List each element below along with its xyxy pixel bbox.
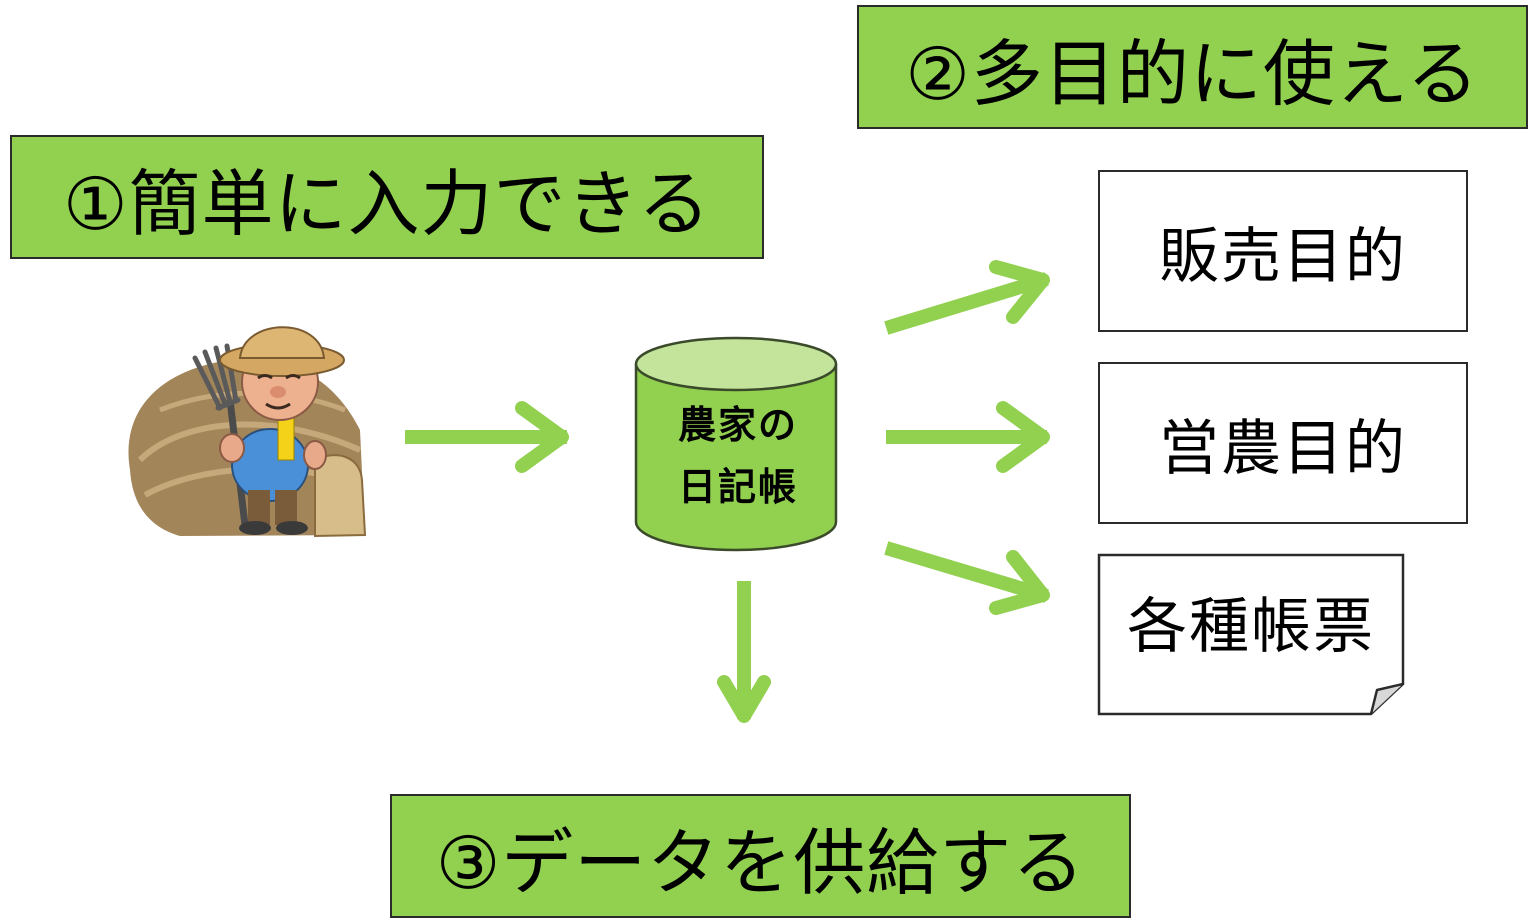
- label-supply-data-text: ③データを供給する: [435, 820, 1086, 905]
- arrow-input: [405, 401, 569, 473]
- document-icon: [1097, 553, 1405, 716]
- label-supply-data: ③データを供給する: [390, 794, 1131, 918]
- output-sales: 販売目的: [1098, 170, 1468, 332]
- output-sales-text: 販売目的: [1159, 221, 1407, 292]
- label-multi-purpose-text: ②多目的に使える: [905, 31, 1480, 116]
- database-label-line2: 日記帳: [677, 465, 798, 509]
- output-farming: 営農目的: [1098, 362, 1468, 524]
- output-farming-text: 営農目的: [1159, 413, 1407, 484]
- arrow-to-sales: [884, 260, 1050, 335]
- output-forms: 各種帳票: [1098, 556, 1404, 686]
- arrow-to-farming: [886, 401, 1050, 473]
- label-easy-input: ①簡単に入力できる: [10, 135, 764, 259]
- database-icon: [634, 336, 838, 552]
- arrow-to-forms: [884, 541, 1050, 615]
- arrow-to-supply: [717, 581, 771, 723]
- farmer-icon: [128, 326, 367, 538]
- database-label: 農家の 日記帳: [640, 392, 836, 520]
- label-multi-purpose: ②多目的に使える: [857, 5, 1528, 129]
- label-easy-input-text: ①簡単に入力できる: [62, 161, 712, 246]
- output-forms-text: 各種帳票: [1127, 591, 1375, 662]
- database-label-line1: 農家の: [677, 403, 798, 447]
